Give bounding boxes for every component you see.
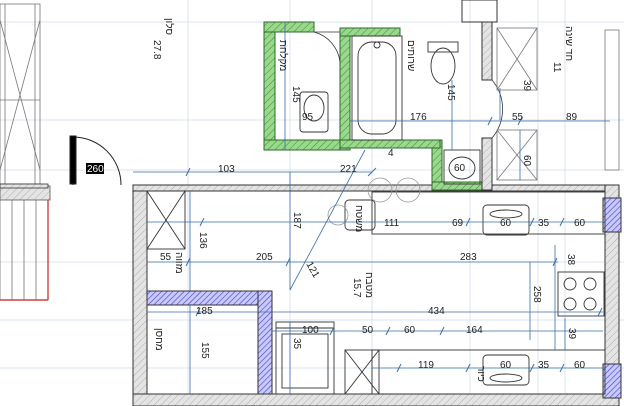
entry-door (69, 135, 122, 186)
partition-walls (461, 0, 498, 191)
label-kitchen-area: 15.7 (351, 278, 362, 298)
dim-100: 100 (302, 325, 319, 336)
dim-185: 185 (196, 306, 213, 317)
counter-lower (344, 349, 606, 395)
dim-258: 258 (531, 286, 542, 303)
label-bathroom: שרותים (405, 40, 416, 71)
dim-164: 164 (466, 325, 483, 336)
dim-95: 95 (302, 112, 314, 123)
toilet-2 (427, 41, 459, 85)
label-bedroom: חד שינה (563, 26, 574, 61)
dim-60-b: 60 (454, 163, 466, 174)
dim-38: 38 (565, 254, 576, 266)
dimension-lines (133, 22, 610, 394)
hatched-wall-storage-side (257, 290, 273, 395)
dim-119: 119 (418, 360, 434, 371)
dim-205: 205 (256, 252, 273, 263)
label-bedroom-area: 11 (551, 62, 562, 73)
label-living-room: סלון (163, 18, 175, 35)
dim-60-g: 60 (574, 360, 586, 371)
dim-55-a: 55 (512, 112, 524, 123)
dim-35-b: 35 (291, 338, 302, 350)
dim-111: 111 (384, 218, 400, 229)
dim-39-top: 39 (521, 80, 532, 92)
hatched-wall-right-bottom (602, 363, 622, 399)
dim-50: 50 (362, 325, 374, 336)
pantry-cabinet (146, 190, 186, 250)
label-counter-top: משטח (353, 205, 364, 232)
label-kitchen: מטבח (363, 272, 374, 298)
dim-221: 221 (340, 164, 357, 175)
left-balcony (0, 3, 41, 185)
label-living-area: 27.8 (151, 40, 162, 60)
dim-121: 121 (303, 260, 321, 280)
dim-283: 283 (460, 252, 477, 263)
dim-176: 176 (410, 112, 427, 123)
label-sink: כיור (475, 366, 486, 382)
label-bath-area: 4 (388, 148, 394, 159)
door-width-260: 260 (87, 164, 104, 175)
label-shower: מקלחת (277, 40, 289, 71)
dim-60-c: 60 (500, 218, 512, 229)
dim-60-f: 60 (500, 360, 512, 371)
dimension-ticks (185, 116, 603, 373)
stove (557, 271, 605, 317)
door-tag (86, 163, 104, 174)
dim-69: 69 (452, 218, 464, 229)
chairs (327, 177, 421, 226)
dim-60-d: 60 (574, 218, 586, 229)
dim-60-a: 60 (521, 155, 532, 167)
dim-55-b: 55 (160, 252, 172, 263)
dim-434: 434 (428, 306, 445, 317)
label-storage: מחסן (153, 328, 164, 351)
dim-89: 89 (566, 112, 578, 123)
dim-35-c: 35 (538, 360, 550, 371)
dim-103: 103 (218, 164, 235, 175)
storage-appliance (275, 321, 335, 395)
toilet-1 (299, 91, 329, 133)
right-door (491, 79, 503, 139)
dim-145-b: 145 (445, 84, 456, 101)
label-pantry: מזווה (173, 252, 184, 274)
dim-39-b: 39 (566, 328, 577, 340)
dim-136: 136 (197, 232, 208, 249)
hatched-wall-right-top (602, 197, 622, 233)
dim-60-e: 60 (404, 325, 416, 336)
dim-35-a: 35 (538, 218, 550, 229)
bathroom-door (313, 31, 341, 63)
outer-walls (0, 183, 620, 406)
dim-145-a: 145 (290, 86, 301, 103)
right-window (496, 27, 620, 181)
left-window-stair (0, 184, 49, 301)
dim-155: 155 (199, 342, 210, 359)
washbasin (443, 149, 481, 185)
counter-upper (344, 191, 606, 236)
hatched-wall-storage-top (146, 290, 273, 306)
dim-187: 187 (291, 212, 302, 229)
bathtub (351, 35, 403, 141)
